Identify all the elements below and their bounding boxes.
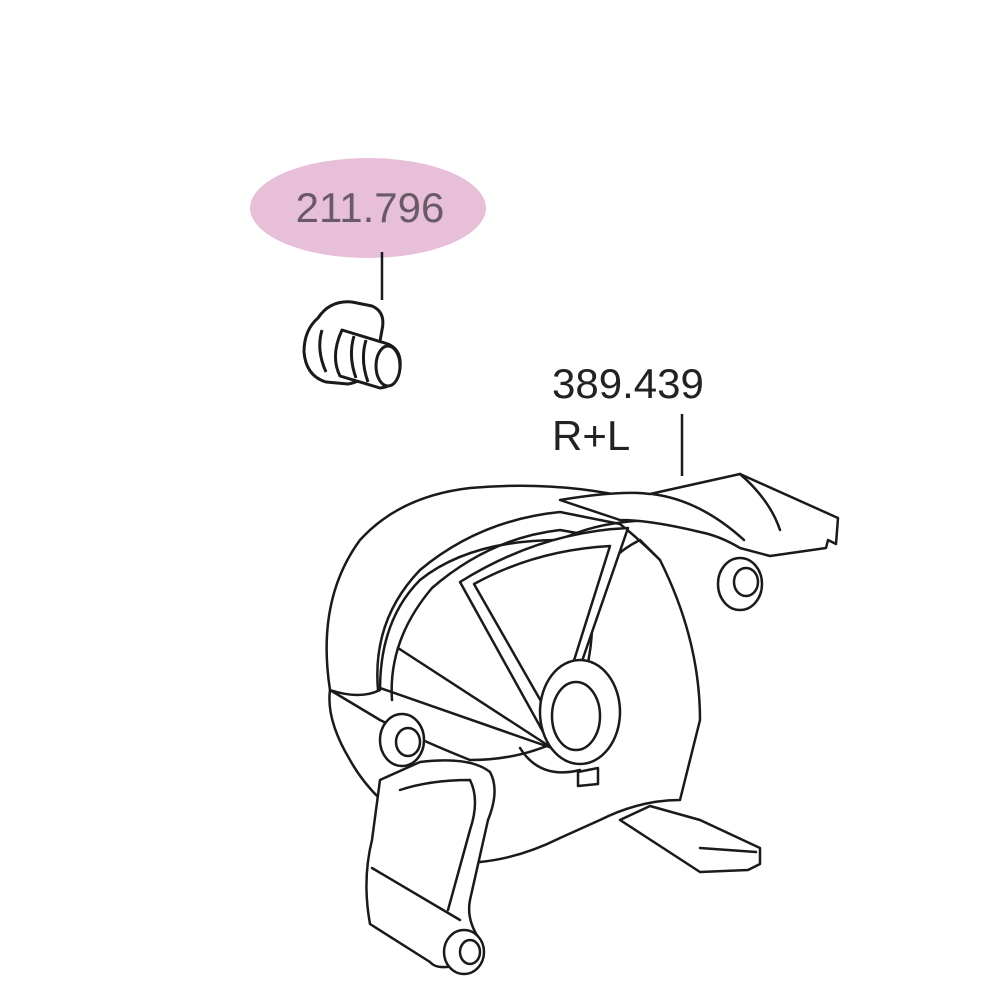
guard-hub-inner bbox=[550, 680, 602, 752]
screw-tip bbox=[374, 344, 402, 388]
guard-boss-right bbox=[716, 556, 764, 612]
guard-rib-1 bbox=[378, 686, 554, 750]
screw-head-rim bbox=[318, 329, 328, 373]
guard-bracket-crease bbox=[370, 866, 462, 922]
guard-callout[interactable]: 389.439 R+L bbox=[552, 360, 704, 476]
guard-boss-bottom bbox=[442, 928, 486, 976]
guard-slot bbox=[576, 766, 600, 788]
guard-part[interactable] bbox=[325, 472, 840, 976]
part-number-highlight bbox=[250, 158, 486, 258]
guard-rib-2 bbox=[396, 646, 554, 750]
guard-top-arm-edge bbox=[650, 492, 746, 542]
screw-thread-2 bbox=[361, 339, 370, 383]
part-number-screw[interactable]: 211.796 bbox=[296, 184, 445, 231]
guard-right-tab-edge bbox=[698, 846, 758, 854]
guard-window bbox=[458, 526, 630, 750]
part-number-guard[interactable]: 389.439 bbox=[552, 360, 704, 407]
guard-top-arm-fold bbox=[738, 472, 782, 532]
guard-right-tab bbox=[618, 804, 762, 874]
guard-top-arm bbox=[558, 472, 840, 558]
guard-hub-base bbox=[518, 746, 582, 774]
guard-inner-rim-2 bbox=[390, 528, 618, 702]
guard-bracket-fold bbox=[398, 778, 477, 912]
guard-boss-left bbox=[378, 712, 426, 768]
screw-part[interactable] bbox=[302, 300, 402, 390]
guard-window-inner bbox=[472, 544, 612, 726]
screw-callout[interactable]: 211.796 bbox=[250, 158, 486, 300]
guard-bracket-leg bbox=[365, 759, 496, 969]
part-variant-label: R+L bbox=[552, 412, 630, 459]
guard-inner-rim bbox=[376, 510, 662, 692]
screw-thread-1 bbox=[349, 335, 358, 379]
